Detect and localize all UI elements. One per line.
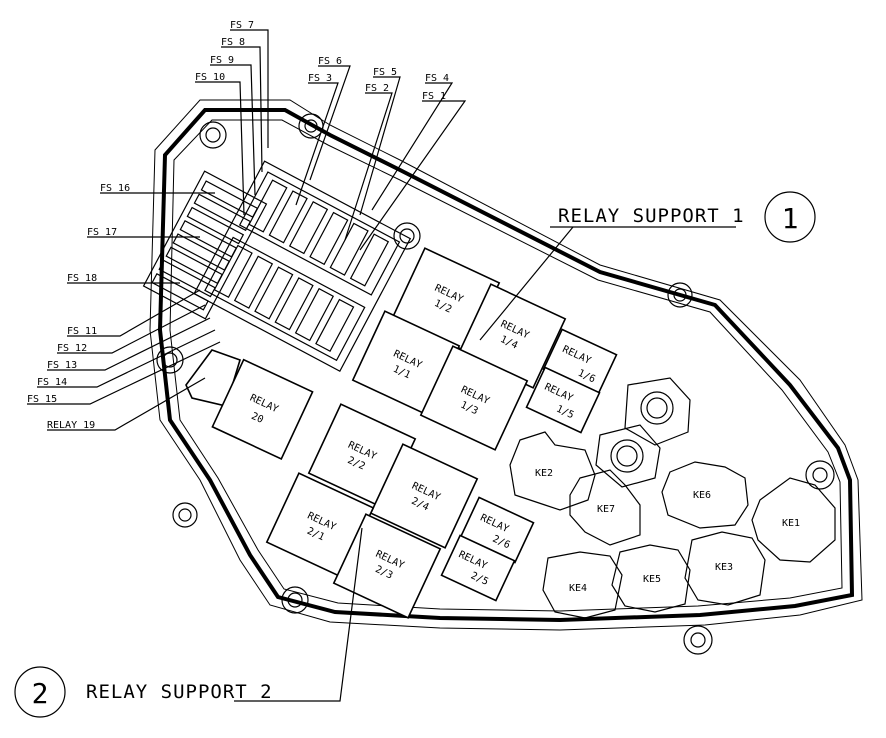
housing: [149, 99, 863, 655]
relay-20: RELAY 20: [211, 358, 314, 460]
relay-support-2-number: 2: [32, 677, 49, 710]
label-fs9: FS 9: [210, 55, 234, 66]
connector-ke7-label: KE7: [597, 504, 615, 515]
connector-ke7: KE7: [569, 469, 641, 546]
label-fs6: FS 6: [318, 56, 342, 67]
label-fs3: FS 3: [308, 73, 332, 84]
label-fs12: FS 12: [57, 343, 87, 354]
fuse-labels: FS 7 FS 8 FS 9 FS 10 FS 6 FS 3 FS 5 FS 2…: [27, 20, 449, 431]
connector-ke4: KE4: [542, 551, 623, 619]
relay-1-5: RELAY 1/5: [525, 366, 601, 434]
connector-ke6: KE6: [661, 461, 749, 529]
relay-support-2-callout: 2 RELAY SUPPORT 2: [14, 666, 273, 718]
label-fs18: FS 18: [67, 273, 97, 284]
leader-lines: [27, 29, 736, 702]
mount-boss-bottomright: [683, 625, 713, 655]
mount-boss-bottomleft: [172, 502, 198, 528]
relay-support-1-callout: RELAY SUPPORT 1 1: [558, 191, 816, 243]
round-port-upper: [624, 377, 691, 446]
connector-ke1: KE1: [751, 477, 836, 563]
mount-boss-farright: [805, 460, 835, 490]
connector-ke3: KE3: [684, 531, 766, 606]
connector-ke3-label: KE3: [715, 562, 733, 573]
mount-boss-bottom: [281, 586, 309, 614]
connector-ke5-label: KE5: [643, 574, 661, 585]
relay-19-socket: [185, 349, 241, 407]
relay-1-3: RELAY 1/3: [419, 345, 529, 451]
connector-ke6-label: KE6: [693, 490, 711, 501]
label-fs2: FS 2: [365, 83, 389, 94]
label-fs4: FS 4: [425, 73, 449, 84]
connector-ke2-label: KE2: [535, 468, 553, 479]
mount-boss-topleft: [199, 121, 227, 149]
label-fs15: FS 15: [27, 394, 57, 405]
label-fs17: FS 17: [87, 227, 117, 238]
mount-boss-right: [667, 282, 693, 308]
mount-boss-left: [156, 346, 184, 374]
label-fs16: FS 16: [100, 183, 130, 194]
connector-ke1-label: KE1: [782, 518, 800, 529]
label-fs7: FS 7: [230, 20, 254, 31]
label-fs13: FS 13: [47, 360, 77, 371]
relay-20-line2: 20: [249, 411, 265, 426]
relay-2-5: RELAY 2/5: [440, 534, 516, 602]
label-fs5: FS 5: [373, 67, 397, 78]
label-relay19: RELAY 19: [47, 420, 95, 431]
fuse-block-left: [142, 170, 268, 320]
label-fs14: FS 14: [37, 377, 67, 388]
mount-boss-center: [393, 222, 421, 250]
connector-ke4-label: KE4: [569, 583, 587, 594]
fuse-block-upper: [193, 160, 412, 372]
relay-support-1-number: 1: [782, 202, 799, 235]
label-fs8: FS 8: [221, 37, 245, 48]
relay-support-2-label: RELAY SUPPORT 2: [86, 681, 273, 703]
relay-2-4: RELAY 2/4: [369, 443, 479, 549]
round-port-lower: [595, 424, 661, 488]
connector-ke5: KE5: [611, 544, 691, 613]
label-fs11: FS 11: [67, 326, 97, 337]
connector-ke2: KE2: [509, 431, 596, 511]
relay-support-1-label: RELAY SUPPORT 1: [558, 205, 745, 227]
label-fs1: FS 1: [422, 91, 446, 102]
relay-2-6: RELAY 2/6: [459, 496, 535, 564]
label-fs10: FS 10: [195, 72, 225, 83]
